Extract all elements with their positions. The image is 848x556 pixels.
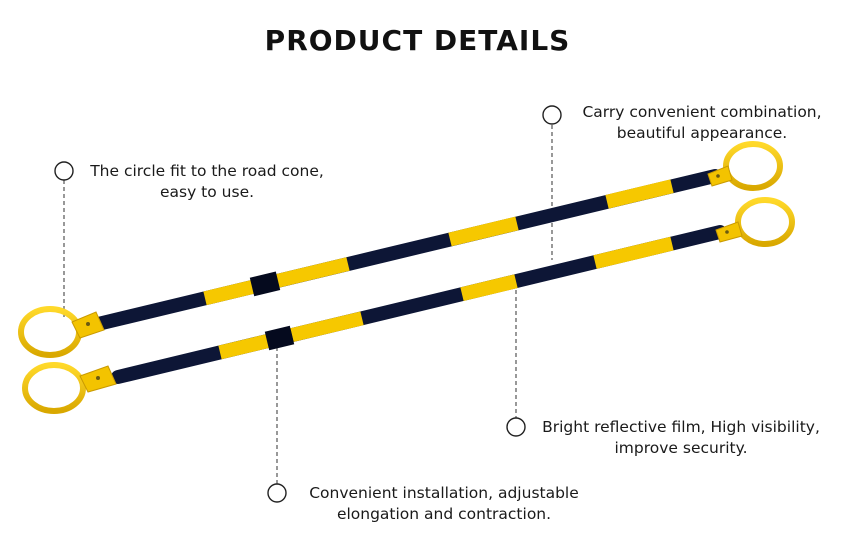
leader-lines: [63, 125, 553, 484]
callout-line: improve security.: [614, 439, 748, 457]
callout-line: beautiful appearance.: [616, 124, 788, 142]
callout-line: The circle fit to the road cone,: [90, 162, 324, 180]
marker-installation-icon: [267, 483, 287, 503]
callout-circle-fit: The circle fit to the road cone, easy to…: [84, 161, 330, 203]
top-cone-bar: [18, 141, 783, 358]
page-title: PRODUCT DETAILS: [264, 24, 571, 57]
callout-line: elongation and contraction.: [336, 505, 552, 523]
callout-line: easy to use.: [159, 183, 255, 201]
callout-combination: Carry convenient combination, beautiful …: [570, 102, 834, 144]
callout-line: Carry convenient combination,: [582, 103, 822, 121]
marker-reflective-icon: [506, 417, 526, 437]
marker-combination-icon: [542, 105, 562, 125]
bottom-cone-bar: [22, 197, 795, 414]
callout-line: Convenient installation, adjustable: [309, 484, 579, 502]
callout-reflective: Bright reflective film, High visibility,…: [536, 417, 826, 459]
marker-circle-fit-icon: [54, 161, 74, 181]
callout-line: Bright reflective film, High visibility,: [542, 418, 820, 436]
callout-installation: Convenient installation, adjustable elon…: [297, 483, 591, 525]
